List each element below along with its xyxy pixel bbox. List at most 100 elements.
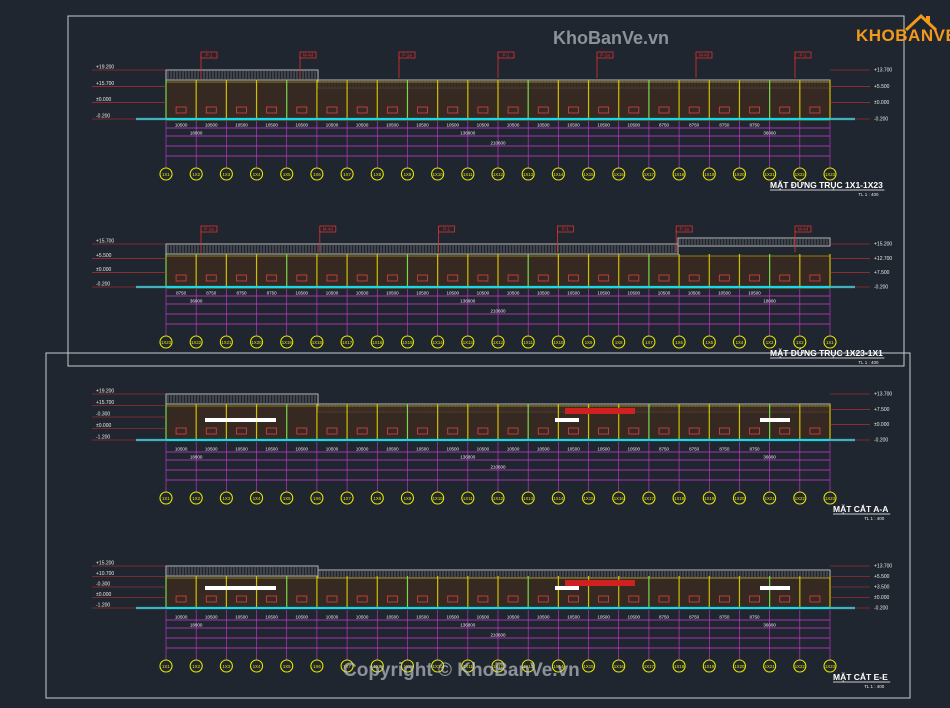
axis-bubble-label: 1X17 bbox=[644, 496, 655, 501]
axis-bubble bbox=[702, 167, 716, 181]
axis-bubble bbox=[159, 659, 173, 673]
dimension-subtotal-value: 136800 bbox=[460, 455, 476, 460]
dimension-span-value: 10500 bbox=[628, 615, 641, 620]
dimension-span-value: 10500 bbox=[446, 447, 459, 452]
section-label-bar bbox=[555, 586, 579, 590]
wall-opening bbox=[779, 595, 791, 603]
dimension-span-value: 8750 bbox=[750, 123, 761, 128]
axis-bubble-label: 1X20 bbox=[734, 172, 745, 177]
axis-bubble-label: 1X8 bbox=[373, 664, 381, 669]
axis-bubble bbox=[823, 491, 837, 505]
axis-bubble-label: 1X21 bbox=[765, 496, 776, 501]
wall-opening bbox=[628, 106, 640, 114]
dimension-span-value: 8750 bbox=[689, 123, 700, 128]
tag-label: P-1 bbox=[562, 227, 570, 232]
axis-bubble-label: 1X23 bbox=[825, 496, 836, 501]
tag-box bbox=[398, 51, 416, 59]
level-marker-left: +15.700 bbox=[96, 81, 114, 87]
axis-bubble-label: 1X1 bbox=[162, 496, 170, 501]
axis-bubble bbox=[551, 659, 565, 673]
wall-opening bbox=[809, 106, 821, 114]
wall-opening bbox=[266, 274, 278, 282]
wall-opening bbox=[779, 106, 791, 114]
axis-bubble-label: 1X22 bbox=[191, 340, 202, 345]
axis-bubble bbox=[823, 335, 837, 349]
wall-opening bbox=[447, 595, 459, 603]
tag-box bbox=[596, 51, 614, 59]
axis-bubble-label: 1X2 bbox=[192, 496, 200, 501]
axis-bubble bbox=[823, 659, 837, 673]
dimension-subtotal-value: 36000 bbox=[763, 455, 776, 460]
dimension-subtotal-value: 18000 bbox=[763, 299, 776, 304]
axis-bubble-label: 1X18 bbox=[674, 664, 685, 669]
dimension-span-value: 8750 bbox=[689, 615, 700, 620]
axis-bubble bbox=[370, 491, 384, 505]
wall-opening bbox=[718, 274, 730, 282]
dimension-span-value: 10500 bbox=[326, 123, 339, 128]
wall-opening bbox=[658, 595, 670, 603]
axis-bubble-label: 1X15 bbox=[402, 340, 413, 345]
dimension-span-value: 8750 bbox=[206, 291, 217, 296]
wall-opening bbox=[809, 274, 821, 282]
dimension-span-value: 10500 bbox=[296, 123, 309, 128]
axis-bubble-label: 1X18 bbox=[674, 496, 685, 501]
wall-opening bbox=[779, 274, 791, 282]
wall-opening bbox=[537, 427, 549, 435]
axis-bubble-label: 1X6 bbox=[313, 172, 321, 177]
tag-label: M-4d bbox=[323, 227, 334, 232]
axis-bubble-label: 1X23 bbox=[161, 340, 172, 345]
dimension-span-value: 10500 bbox=[326, 447, 339, 452]
level-marker-left: ±0.000 bbox=[96, 267, 111, 273]
tag-label: M-4d bbox=[798, 227, 809, 232]
section-label-bar bbox=[555, 418, 579, 422]
wall-opening bbox=[568, 595, 579, 603]
axis-bubble-label: 1X15 bbox=[584, 172, 595, 177]
axis-bubble-label: 1X11 bbox=[463, 172, 473, 177]
wall-opening bbox=[477, 595, 489, 603]
dimension-span-value: 10500 bbox=[326, 615, 339, 620]
dimension-span-value: 10500 bbox=[477, 447, 490, 452]
dimension-span-value: 10500 bbox=[507, 291, 520, 296]
dimension-span-value: 10500 bbox=[386, 615, 399, 620]
dimension-span-value: 10500 bbox=[507, 615, 520, 620]
wall-opening bbox=[205, 106, 217, 114]
tag-label: P-1 bbox=[443, 227, 451, 232]
drawing-scale: TL 1 : 400 bbox=[858, 192, 879, 197]
wall-opening bbox=[568, 106, 579, 114]
axis-bubble-label: 1X23 bbox=[825, 172, 836, 177]
dimension-span-value: 10500 bbox=[175, 123, 188, 128]
axis-bubble-label: 1X22 bbox=[795, 172, 806, 177]
axis-bubble-label: 1X17 bbox=[644, 664, 655, 669]
level-marker-right: ±0.000 bbox=[874, 595, 889, 601]
wall-opening bbox=[598, 595, 610, 603]
wall-opening bbox=[356, 274, 368, 282]
tag-label: P-1a bbox=[600, 53, 610, 58]
level-marker-right: +13.700 bbox=[874, 68, 892, 74]
dimension-span-value: 10500 bbox=[597, 123, 610, 128]
axis-bubble bbox=[400, 335, 415, 349]
dimension-span-value: 8750 bbox=[689, 447, 700, 452]
level-marker-right: +5.500 bbox=[874, 574, 890, 580]
wall-opening bbox=[718, 595, 730, 603]
axis-bubble-label: 1X6 bbox=[313, 664, 321, 669]
axis-bubble bbox=[521, 167, 535, 181]
wall-opening bbox=[175, 106, 187, 114]
dimension-span-value: 10500 bbox=[477, 291, 490, 296]
axis-bubble bbox=[280, 491, 294, 505]
axis-bubble bbox=[461, 335, 475, 349]
axis-bubble-label: 1X4 bbox=[253, 496, 261, 501]
wall-opening bbox=[477, 427, 489, 435]
axis-bubble bbox=[732, 335, 747, 349]
dimension-span-value: 10500 bbox=[597, 291, 610, 296]
section-label-bar bbox=[760, 418, 790, 422]
dimension-span-value: 10500 bbox=[567, 447, 580, 452]
wall-opening bbox=[236, 274, 247, 282]
wall-opening bbox=[477, 274, 489, 282]
axis-bubble-label: 1X1 bbox=[162, 172, 170, 177]
axis-bubble bbox=[642, 491, 656, 505]
dimension-subtotal-value: 136800 bbox=[460, 131, 476, 136]
axis-bubble-label: 1X10 bbox=[553, 340, 564, 345]
wall-opening bbox=[537, 106, 549, 114]
axis-bubble bbox=[431, 167, 445, 181]
